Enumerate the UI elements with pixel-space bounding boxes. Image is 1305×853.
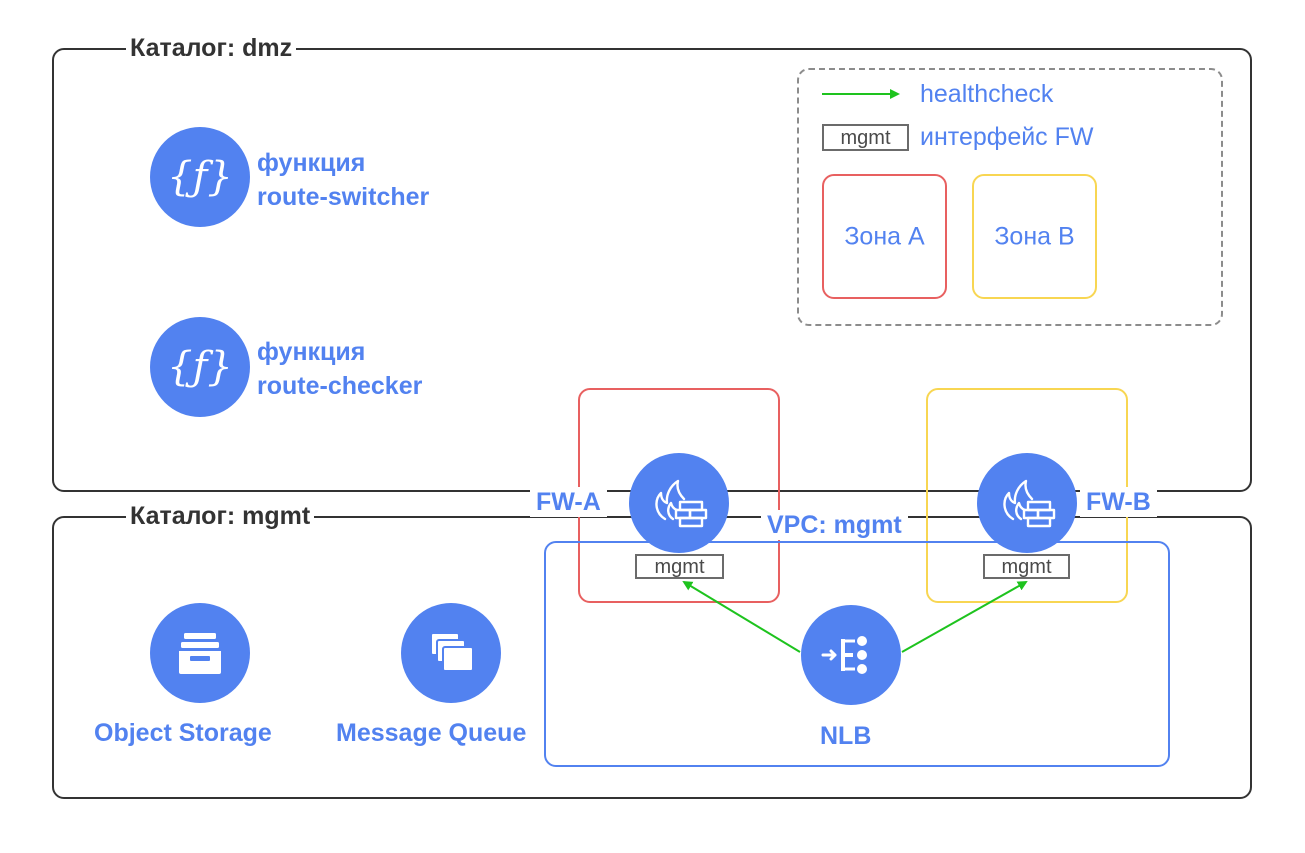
legend-zone-b-label: Зона B — [994, 222, 1075, 250]
fw-a-mgmt-tag: mgmt — [635, 554, 724, 579]
catalog-dmz-title: Каталог: dmz — [126, 33, 297, 63]
nlb-label: NLB — [820, 722, 872, 750]
fw-a-label: FW-A — [530, 487, 607, 517]
catalog-mgmt-title: Каталог: mgmt — [126, 501, 315, 531]
vpc-mgmt-frame — [544, 541, 1170, 767]
legend-box — [797, 68, 1223, 326]
legend-zone-a: Зона A — [822, 174, 947, 299]
legend-interface-label: интерфейс FW — [920, 123, 1094, 151]
load-balancer-icon — [801, 605, 901, 705]
legend-zone-a-label: Зона A — [844, 222, 925, 250]
function-2-line2: route-checker — [257, 372, 423, 400]
legend-zone-b: Зона B — [972, 174, 1097, 299]
function-icon: {ƒ} — [150, 317, 250, 417]
fw-b-mgmt-tag: mgmt — [983, 554, 1070, 579]
vpc-mgmt-label: VPC: mgmt — [761, 510, 908, 540]
svg-text:{ƒ}: {ƒ} — [167, 344, 233, 390]
svg-text:{ƒ}: {ƒ} — [167, 154, 233, 200]
function-2-line1: функция — [257, 338, 366, 366]
legend-mgmt-tag: mgmt — [822, 124, 909, 151]
legend-healthcheck-label: healthcheck — [920, 80, 1054, 108]
firewall-icon — [977, 453, 1077, 553]
message-queue-label: Message Queue — [336, 719, 527, 747]
function-icon: {ƒ} — [150, 127, 250, 227]
function-1-line2: route-switcher — [257, 183, 430, 211]
fw-b-label: FW-B — [1080, 487, 1157, 517]
firewall-icon — [629, 453, 729, 553]
function-1-line1: функция — [257, 149, 366, 177]
storage-icon — [150, 603, 250, 703]
object-storage-label: Object Storage — [94, 719, 272, 747]
message-queue-icon — [401, 603, 501, 703]
